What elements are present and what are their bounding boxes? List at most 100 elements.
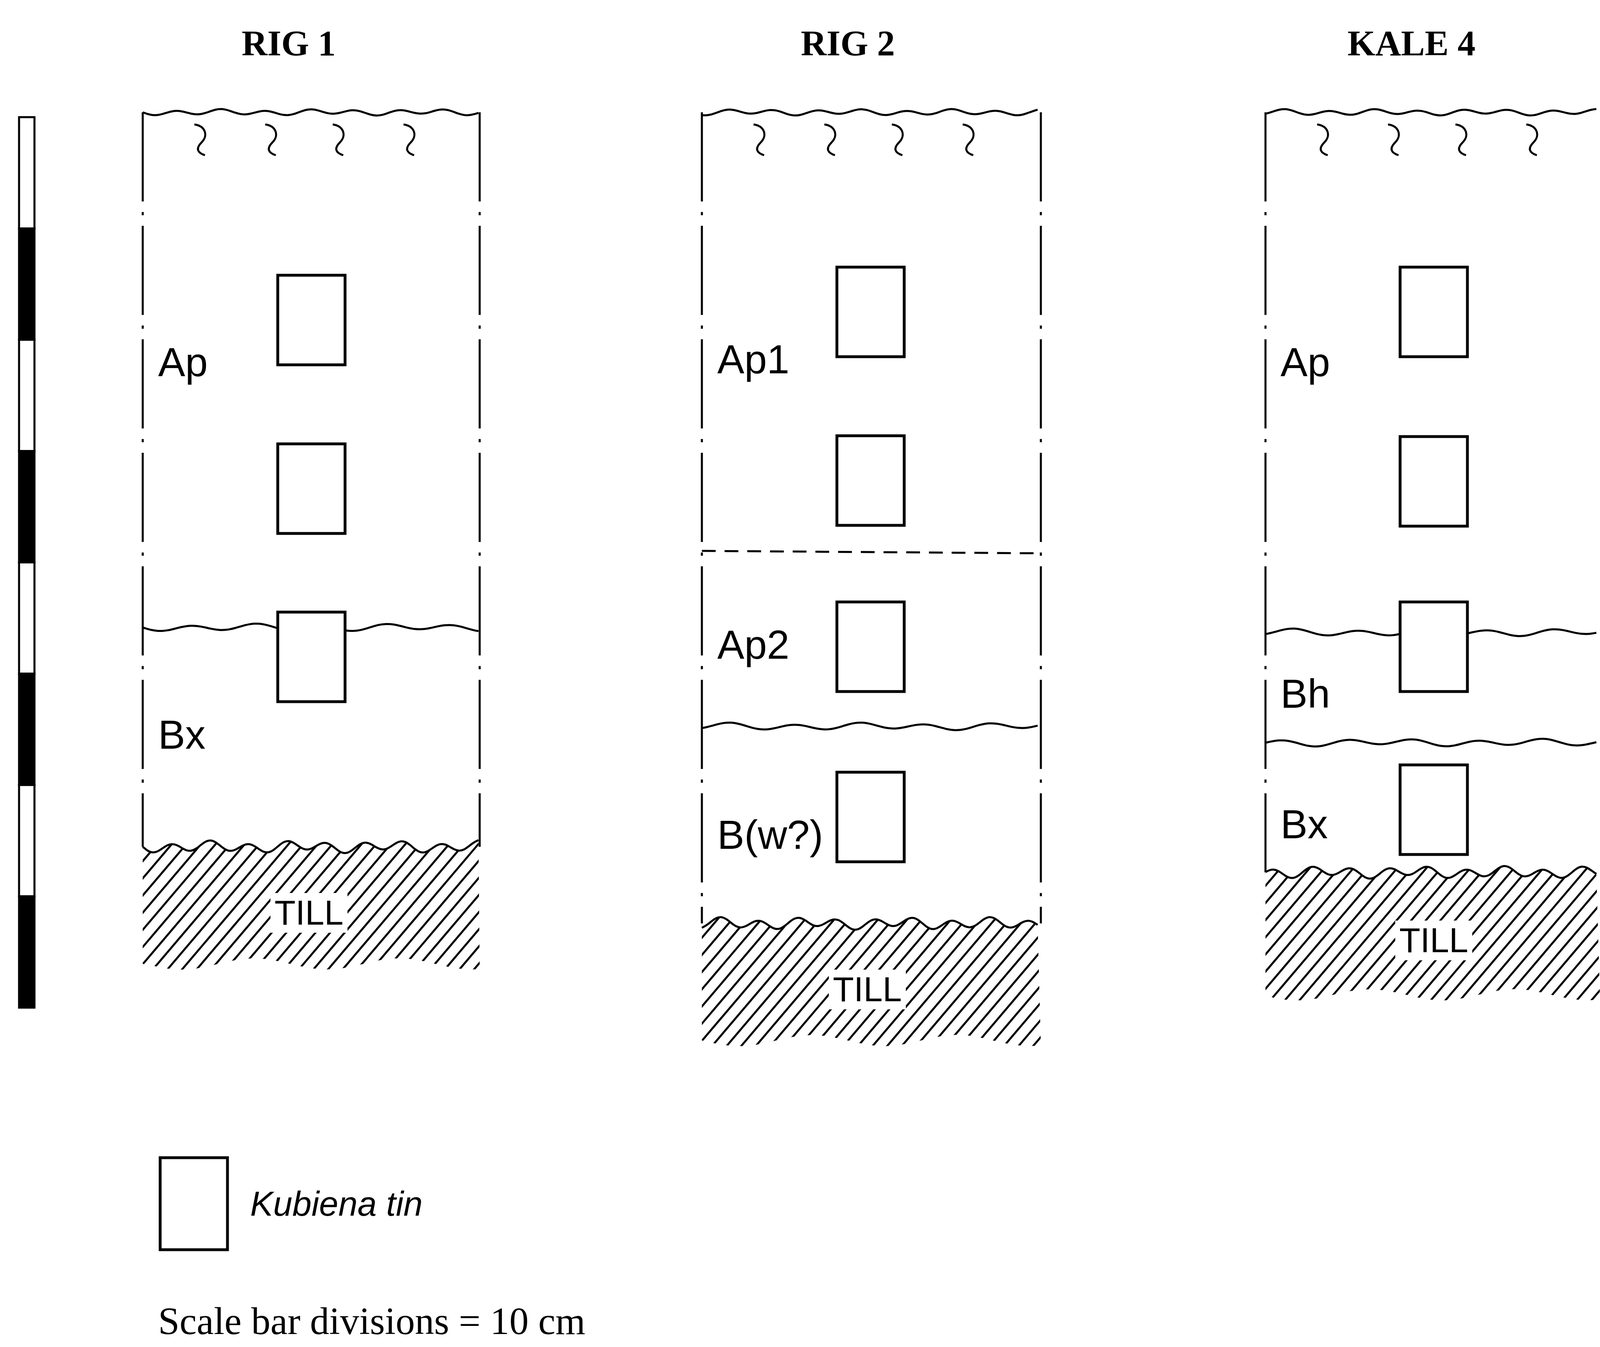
till-hatching bbox=[560, 911, 1163, 1054]
kubiena-tin bbox=[836, 772, 905, 863]
scale-note: Scale bar divisions = 10 cm bbox=[158, 1299, 586, 1344]
scale-division bbox=[19, 785, 35, 897]
hatch-line bbox=[677, 911, 798, 1054]
till-hatching bbox=[1118, 860, 1600, 1008]
soil-horizon: B(w?) bbox=[701, 726, 1041, 924]
hatch-line bbox=[574, 911, 696, 1054]
legend-entry: Kubiena tin bbox=[250, 1184, 423, 1225]
hatch-line bbox=[380, 834, 502, 977]
till-boundary bbox=[1265, 866, 1597, 879]
profile-title: KALE 4 bbox=[1347, 22, 1476, 64]
soil-horizon: Bh bbox=[1265, 632, 1600, 743]
horizon-boundary bbox=[701, 722, 1038, 731]
kubiena-tin bbox=[277, 612, 346, 702]
kubiena-tin bbox=[1400, 267, 1468, 357]
hatch-line bbox=[618, 911, 740, 1054]
scale-division bbox=[19, 896, 35, 1009]
hatch-line bbox=[1133, 860, 1259, 1008]
profile-edge bbox=[1264, 112, 1267, 873]
kubiena-tin bbox=[1400, 765, 1468, 855]
hatch-line bbox=[1542, 860, 1600, 1008]
horizon-label: Bx bbox=[1280, 801, 1328, 848]
hatch-line bbox=[808, 911, 929, 1054]
hatch-line bbox=[662, 911, 783, 1054]
hatch-line bbox=[1512, 860, 1600, 1008]
hatch-line bbox=[30, 834, 151, 977]
profile-title: RIG 1 bbox=[241, 22, 336, 64]
scale-division bbox=[19, 228, 35, 341]
hatch-line bbox=[1483, 860, 1600, 1008]
hatch-line bbox=[793, 911, 915, 1054]
hatch-line bbox=[998, 911, 1119, 1054]
hatch-line bbox=[954, 911, 1075, 1054]
legend-tin-sample bbox=[160, 1158, 228, 1251]
scale-division bbox=[19, 339, 35, 452]
scale-division bbox=[19, 673, 35, 786]
hatch-line bbox=[468, 834, 589, 977]
hatch-line bbox=[336, 834, 458, 977]
hatch-line bbox=[939, 911, 1061, 1054]
note-wrap: Scale bar divisions = 10 cm bbox=[158, 1299, 586, 1344]
hatch-line bbox=[560, 911, 681, 1054]
horizon-label: Bh bbox=[1280, 670, 1330, 718]
hatch-line bbox=[1042, 911, 1163, 1054]
scale-division bbox=[19, 117, 35, 229]
hatch-line bbox=[366, 834, 487, 977]
hatch-line bbox=[234, 834, 356, 977]
hatch-line bbox=[647, 911, 769, 1054]
kubiena-tin bbox=[1400, 602, 1468, 692]
hatch-line bbox=[823, 911, 944, 1054]
hatch-line bbox=[147, 834, 268, 977]
vegetation-mark bbox=[1526, 124, 1538, 156]
profile-edge bbox=[478, 112, 481, 848]
hatch-line bbox=[1012, 911, 1134, 1054]
hatch-line bbox=[1585, 860, 1600, 1008]
scale-division bbox=[19, 562, 35, 674]
hatch-line bbox=[45, 834, 166, 977]
till-label: TILL bbox=[270, 893, 348, 933]
profile-edge bbox=[1040, 112, 1043, 924]
hatch-line bbox=[1556, 860, 1600, 1008]
vegetation-mark bbox=[403, 124, 415, 156]
ground-surface bbox=[142, 109, 479, 116]
soil-profile bbox=[1, 109, 604, 977]
soil-profile: KALE 4ApBhBxTILL bbox=[1265, 16, 1600, 1004]
hatch-line bbox=[1027, 911, 1148, 1054]
soil-profile bbox=[1118, 109, 1600, 1008]
hatch-line bbox=[424, 834, 545, 977]
hatch-line bbox=[706, 911, 827, 1054]
hatch-line bbox=[103, 834, 224, 977]
horizon-boundary bbox=[1265, 739, 1597, 747]
soil-profile bbox=[560, 109, 1163, 1054]
profile-edge bbox=[141, 112, 144, 848]
till-label: TILL bbox=[828, 969, 906, 1010]
kubiena-tin bbox=[277, 275, 346, 365]
hatch-line bbox=[983, 911, 1105, 1054]
vegetation-mark bbox=[265, 124, 277, 156]
hatch-line bbox=[1571, 860, 1600, 1008]
horizon-label: Ap bbox=[158, 338, 208, 386]
hatch-line bbox=[132, 834, 254, 977]
hatch-line bbox=[720, 911, 842, 1054]
hatch-line bbox=[395, 834, 516, 977]
soil-horizon: Bx bbox=[1265, 742, 1600, 873]
hatch-line bbox=[161, 834, 283, 977]
horizon-boundary bbox=[701, 551, 1041, 554]
vegetation-mark bbox=[892, 124, 903, 156]
horizon-label: Ap2 bbox=[717, 621, 790, 669]
hatch-line bbox=[896, 911, 1017, 1054]
soil-horizon: Bx bbox=[142, 627, 480, 848]
kubiena-tin bbox=[836, 602, 905, 692]
legend-text: Kubiena tin bbox=[250, 1184, 423, 1225]
kubiena-tin bbox=[277, 443, 346, 534]
till-hatching bbox=[1, 834, 604, 977]
hatch-line bbox=[117, 834, 239, 977]
hatch-line bbox=[439, 834, 560, 977]
till-label: TILL bbox=[1395, 920, 1473, 961]
till-layer: TILL bbox=[701, 923, 1041, 1041]
scale-bar bbox=[19, 117, 35, 1009]
scale-division bbox=[19, 451, 35, 563]
kubiena-tin bbox=[836, 435, 905, 526]
vegetation-mark bbox=[962, 124, 974, 156]
